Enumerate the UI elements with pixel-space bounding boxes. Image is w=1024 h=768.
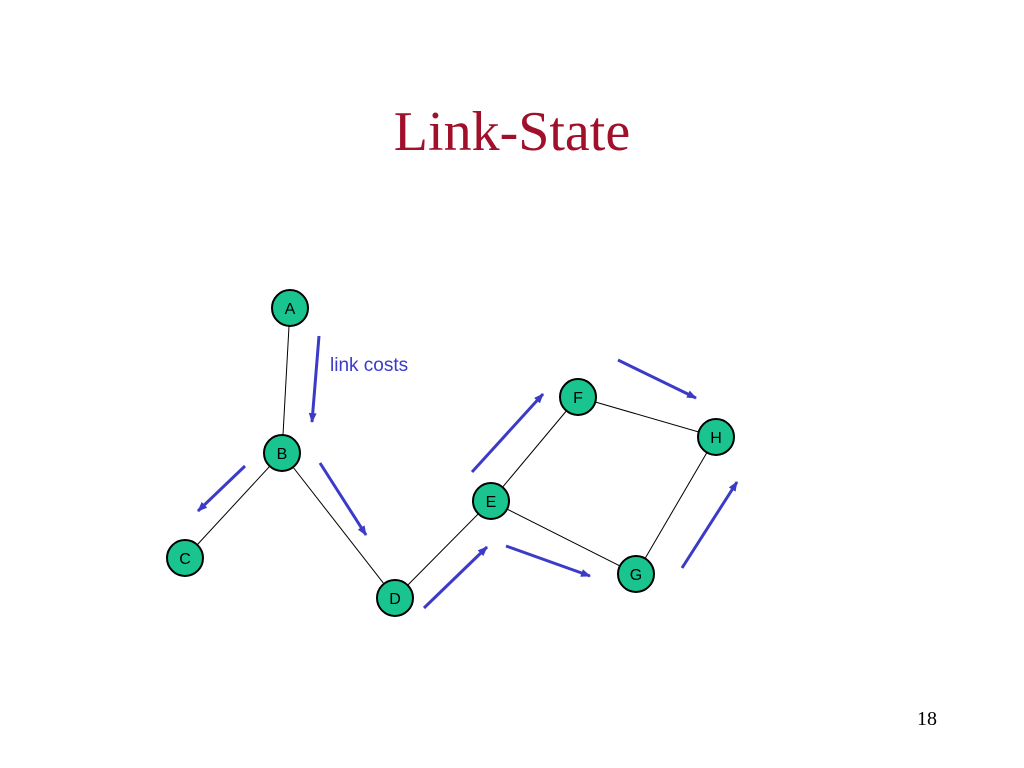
cost-arrow-f-h bbox=[617, 358, 697, 400]
node-e: E bbox=[472, 482, 510, 520]
cost-arrow-a-b bbox=[308, 335, 321, 423]
link-costs-label: link costs bbox=[330, 355, 408, 376]
cost-arrow-d-e bbox=[422, 545, 489, 610]
node-label: C bbox=[179, 551, 191, 568]
node-circle bbox=[166, 539, 204, 577]
node-circle bbox=[617, 555, 655, 593]
edge-d-e bbox=[394, 500, 492, 599]
edge-b-c bbox=[184, 452, 283, 559]
node-label: F bbox=[573, 390, 583, 407]
cost-arrows-layer bbox=[196, 335, 739, 610]
slide-title: Link-State bbox=[393, 101, 631, 163]
node-circle bbox=[472, 482, 510, 520]
node-c: C bbox=[166, 539, 204, 577]
cost-arrow-b-d bbox=[318, 462, 368, 536]
node-b: B bbox=[263, 434, 301, 472]
node-h: H bbox=[697, 418, 735, 456]
cost-arrow-e-g bbox=[505, 544, 591, 578]
node-circle bbox=[697, 418, 735, 456]
node-label: B bbox=[277, 446, 288, 463]
nodes-layer: A B C D E F G H bbox=[166, 289, 735, 617]
cost-arrow-b-c bbox=[196, 464, 247, 513]
edge-f-h bbox=[577, 396, 717, 438]
edge-e-g bbox=[490, 500, 637, 575]
node-circle bbox=[559, 378, 597, 416]
node-f: F bbox=[559, 378, 597, 416]
edges-layer bbox=[184, 307, 717, 599]
node-label: E bbox=[486, 494, 497, 511]
node-circle bbox=[263, 434, 301, 472]
cost-arrow-g-h bbox=[680, 481, 739, 569]
node-label: H bbox=[710, 430, 722, 447]
node-label: A bbox=[285, 301, 296, 318]
node-circle bbox=[271, 289, 309, 327]
edge-a-b bbox=[281, 307, 291, 454]
node-a: A bbox=[271, 289, 309, 327]
edge-e-f bbox=[490, 396, 579, 502]
edge-g-h bbox=[635, 436, 717, 575]
node-label: G bbox=[630, 567, 642, 584]
node-label: D bbox=[389, 591, 401, 608]
cost-arrow-e-f bbox=[470, 392, 545, 474]
page-number: 18 bbox=[917, 708, 937, 730]
edge-b-d bbox=[281, 452, 396, 599]
node-g: G bbox=[617, 555, 655, 593]
node-d: D bbox=[376, 579, 414, 617]
node-circle bbox=[376, 579, 414, 617]
